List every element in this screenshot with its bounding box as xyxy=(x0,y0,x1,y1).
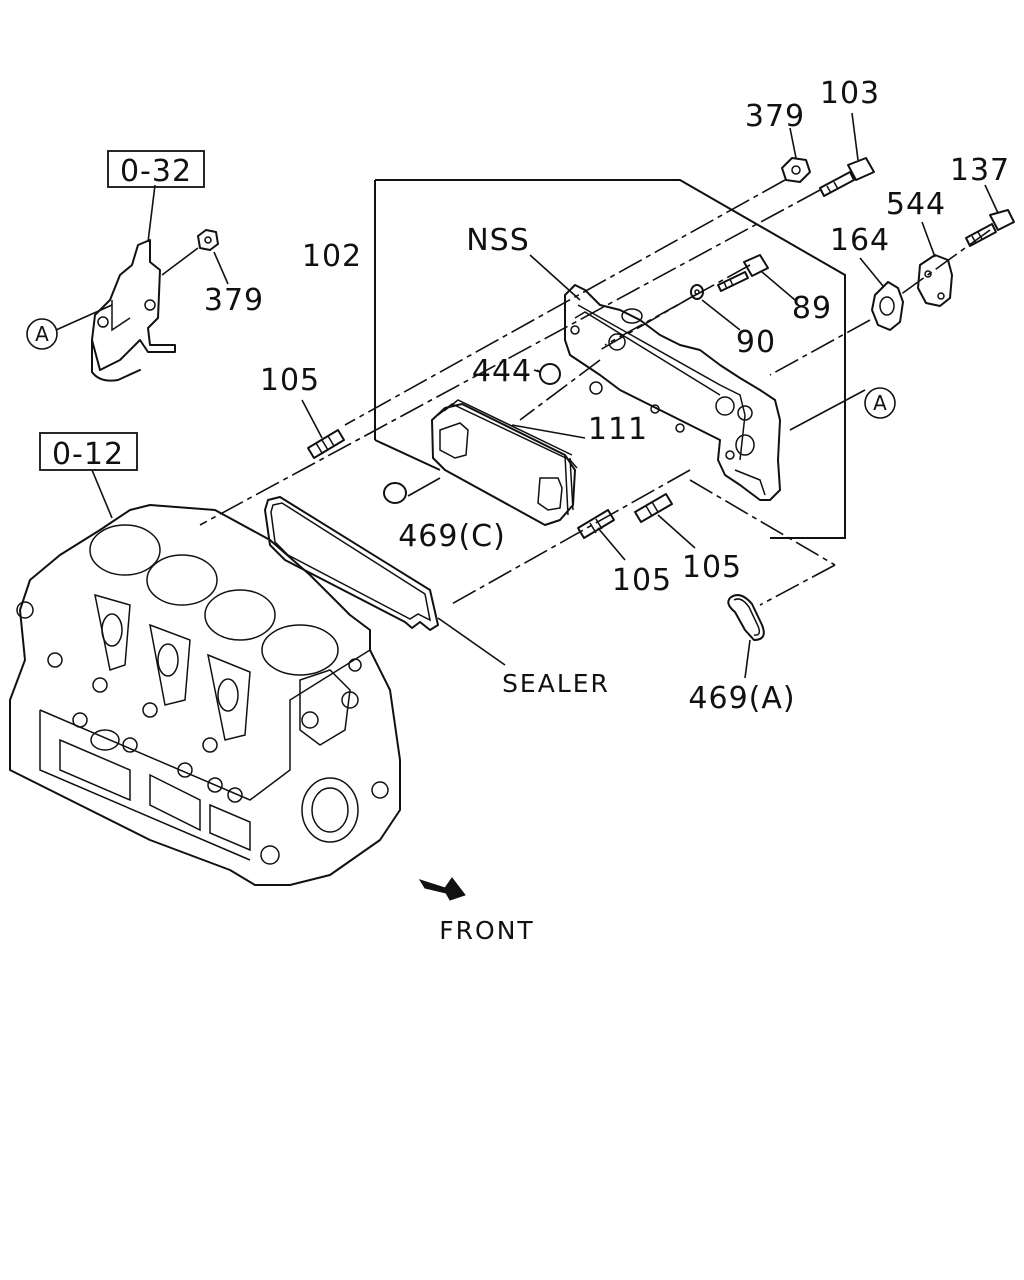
assembly-frame-102 xyxy=(374,179,846,539)
circle-a-right-label: A xyxy=(873,391,887,415)
callout-544: 544 xyxy=(886,187,946,222)
ref-label-0-12: 0-12 xyxy=(52,437,124,472)
callout-89: 89 xyxy=(792,291,832,326)
nut-379-left-part xyxy=(161,229,229,285)
callout-469c: 469(C) xyxy=(398,519,506,554)
bolt-89-part xyxy=(717,254,796,301)
callout-105-right: 105 xyxy=(682,550,742,585)
callout-444: 444 xyxy=(472,354,532,389)
oil-cooler-element-111-part xyxy=(431,399,586,526)
bolt-103-part xyxy=(819,112,875,197)
front-label: FRONT xyxy=(439,916,534,945)
nut-379-top-part xyxy=(781,127,811,183)
callout-sealer: SEALER xyxy=(502,669,610,698)
sealer-gasket-part xyxy=(264,496,506,666)
callout-nss: NSS xyxy=(466,223,530,258)
leader-circle-a-left xyxy=(55,304,113,331)
circle-a-left-marker: A xyxy=(26,318,58,350)
washer-90-part xyxy=(690,284,741,331)
thermostat-housing-part xyxy=(91,184,176,382)
leader-circle-a-right xyxy=(789,389,866,431)
callout-137: 137 xyxy=(950,153,1010,188)
stud-105-right-part xyxy=(634,493,696,549)
o-ring-444-part xyxy=(539,363,561,385)
stud-105-left-part xyxy=(301,399,345,459)
callout-111: 111 xyxy=(588,412,648,447)
center-lines xyxy=(199,179,991,606)
o-ring-469a-part xyxy=(727,594,765,679)
callout-379-top: 379 xyxy=(745,99,805,134)
ref-box-0-32: 0-32 xyxy=(107,150,205,189)
circle-a-right-marker: A xyxy=(864,387,896,419)
callout-469a: 469(A) xyxy=(688,681,795,716)
callout-379-left: 379 xyxy=(204,283,264,318)
ref-box-0-12: 0-12 xyxy=(39,432,138,472)
o-ring-469c-part xyxy=(383,477,441,504)
front-arrow-icon xyxy=(418,877,466,901)
stud-105-mid-part xyxy=(577,509,626,561)
callout-103: 103 xyxy=(820,76,880,111)
circle-a-left-label: A xyxy=(35,322,49,346)
callout-90: 90 xyxy=(736,325,776,360)
ref-label-0-32: 0-32 xyxy=(120,154,192,189)
gasket-164-part xyxy=(859,257,904,331)
bolt-137-part xyxy=(965,184,1015,247)
engine-block-part xyxy=(9,469,401,886)
callout-164: 164 xyxy=(830,223,890,258)
callout-105-mid: 105 xyxy=(612,563,672,598)
leader-444 xyxy=(533,369,541,373)
callout-102: 102 xyxy=(302,239,362,274)
callout-105-left: 105 xyxy=(260,363,320,398)
oil-cooler-cover-nss-part xyxy=(529,254,781,501)
cover-plate-544-part xyxy=(917,221,953,307)
